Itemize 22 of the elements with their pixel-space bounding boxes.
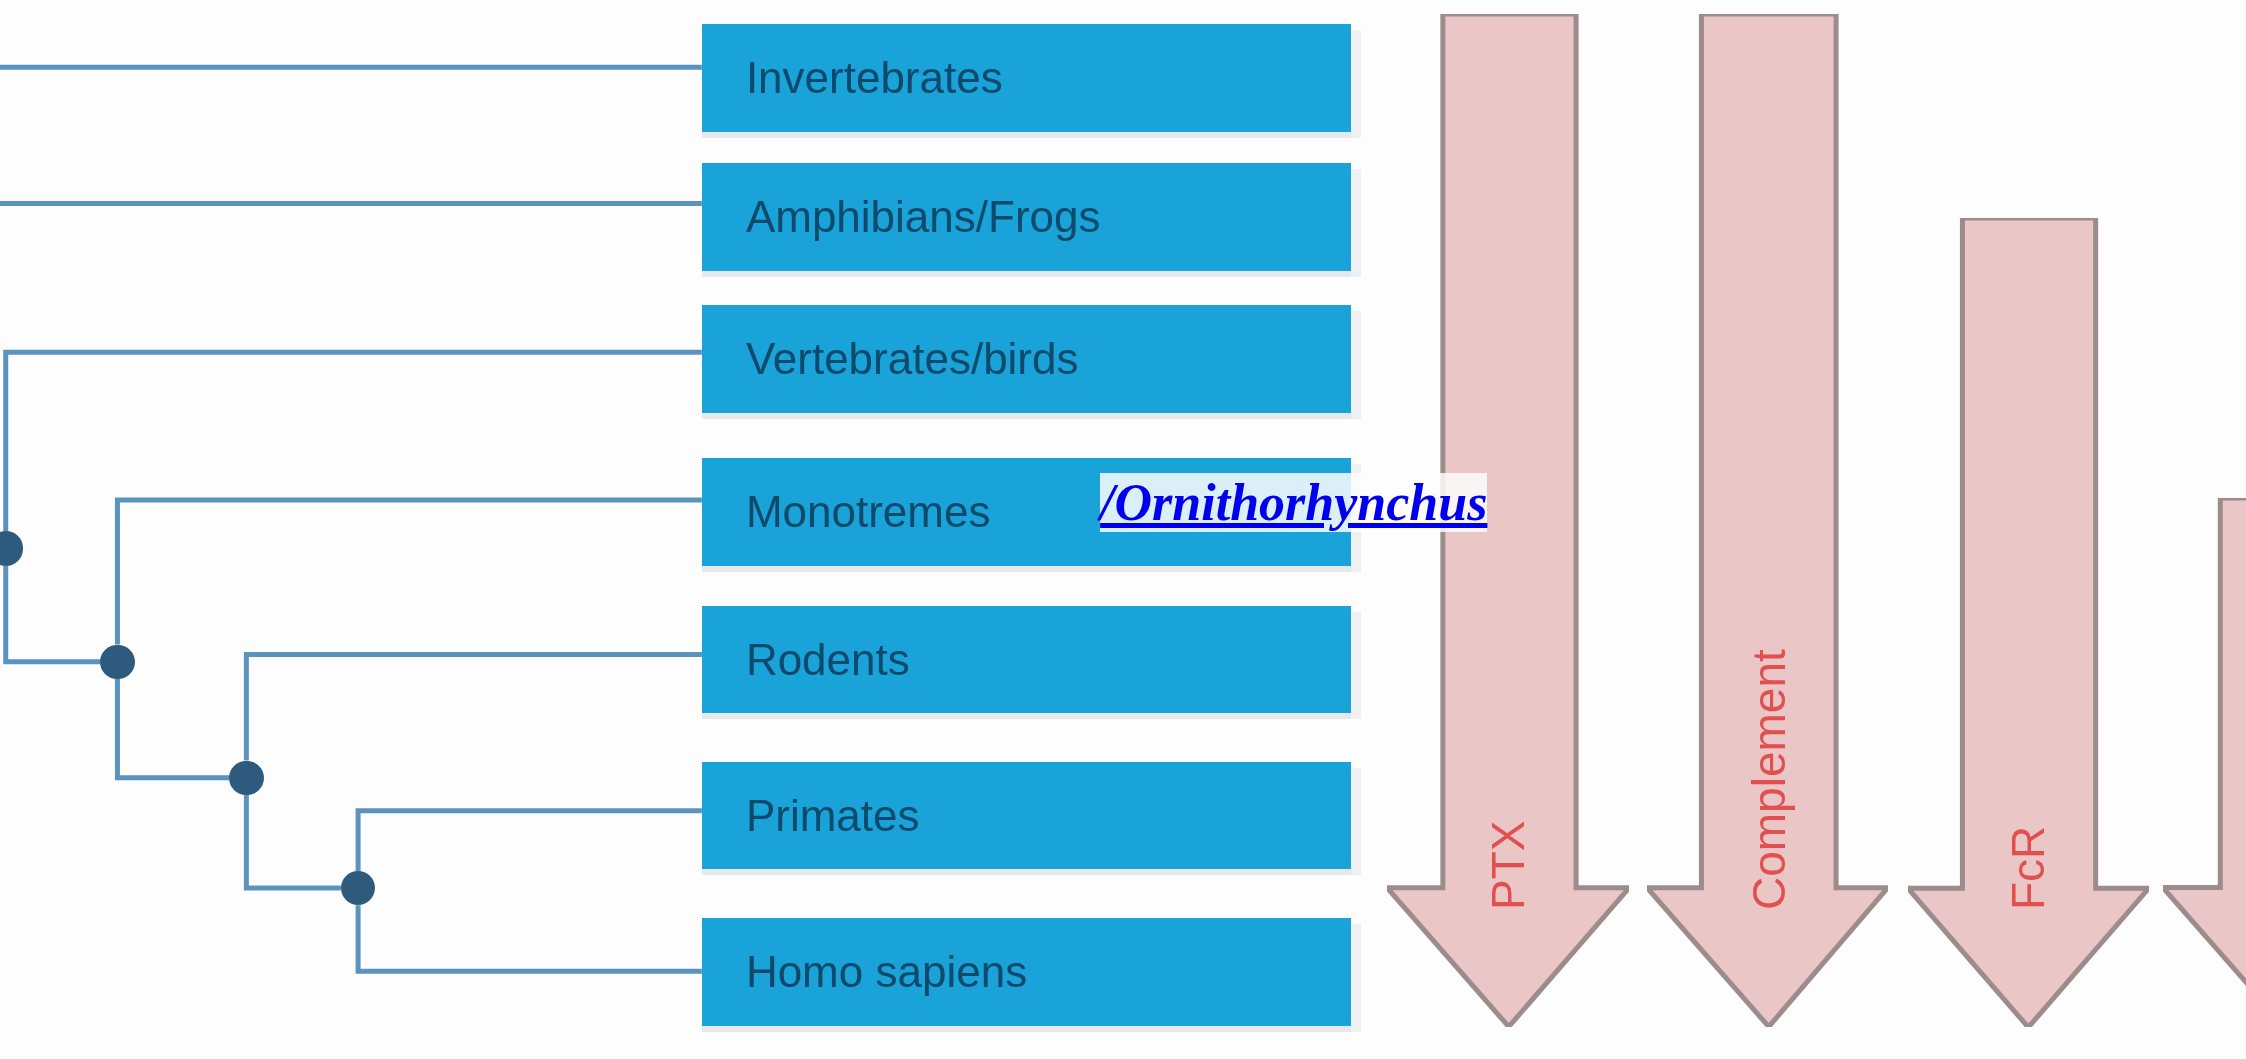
taxon-label: Vertebrates/birds <box>745 333 1079 384</box>
tree-branch-line <box>114 678 230 781</box>
band-label: PTX <box>1485 820 1532 910</box>
branch-node-dot <box>229 760 264 795</box>
branch-node-dot <box>100 644 135 679</box>
tree-branch-line <box>355 808 702 871</box>
taxon-label: Rodents <box>745 634 910 685</box>
taxon-label: Invertebrates <box>745 53 1003 104</box>
taxon-label: Primates <box>745 790 920 841</box>
taxon-label: Homo sapiens <box>745 946 1028 997</box>
branch-node-dot <box>340 870 376 906</box>
tree-branch-line <box>0 64 702 70</box>
tree-branch-line <box>243 652 702 761</box>
taxon-label: Monotremes <box>745 487 991 538</box>
tree-branch-line <box>114 497 702 645</box>
taxon-label: Amphibians/Frogs <box>745 192 1101 242</box>
tree-branch-line <box>3 349 702 532</box>
tree-branch-line <box>0 200 702 206</box>
tree-branch-line <box>243 795 341 891</box>
tree-branch-line <box>3 565 101 665</box>
tree-branch-line <box>355 905 702 974</box>
band-label: FcR <box>2005 825 2052 910</box>
